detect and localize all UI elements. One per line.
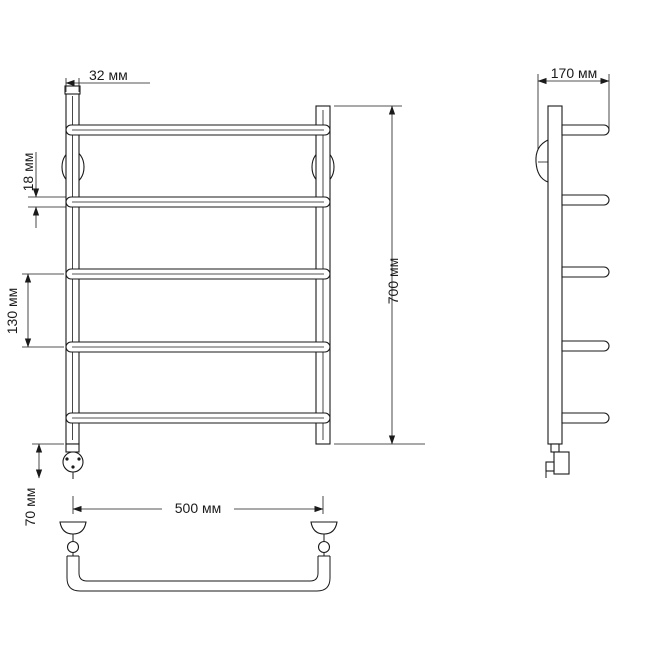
rung-1 [65,124,331,136]
dim-label-wall-depth: 170 мм [551,65,598,81]
top-view [59,521,338,592]
side-view: 170 мм [535,65,610,478]
dim-bottom-offset: 70 мм [22,443,64,527]
side-rung-5 [561,412,610,424]
rung-4 [65,341,331,353]
dim-center-distance: 500 мм [72,496,324,517]
dim-rail-pitch: 130 мм [4,273,64,348]
dim-label-rail-pitch: 130 мм [4,288,20,335]
top-rung-inner [78,556,319,582]
side-rung-2 [561,194,610,206]
heating-connector [62,443,84,479]
side-upright [547,105,563,445]
rung-2 [65,196,331,208]
dim-label-center-distance: 500 мм [175,500,222,516]
top-right-mount [310,521,338,556]
dim-rail-gap: 18 мм [20,152,66,228]
left-upright [65,91,80,445]
top-left-mount [59,521,87,556]
side-rung-1 [561,124,610,136]
side-heating-connector [545,443,570,478]
side-wall-bracket [535,139,549,183]
rung-3 [65,268,331,280]
dim-label-bottom-offset: 70 мм [22,488,38,527]
left-upright-cap [64,85,81,95]
rung-5 [65,412,331,424]
front-view: 32 мм 18 мм 130 мм 700 мм 70 [4,67,425,526]
dim-total-height: 700 мм [334,105,425,445]
dim-wall-depth: 170 мм [537,65,610,150]
top-rung-outer [66,556,331,592]
dim-tube-offset: 32 мм [65,67,150,92]
dim-label-rail-gap: 18 мм [20,153,36,192]
dim-label-tube-offset: 32 мм [89,67,128,83]
side-rung-3 [561,266,610,278]
dim-label-total-height: 700 мм [385,258,401,305]
side-rung-4 [561,340,610,352]
